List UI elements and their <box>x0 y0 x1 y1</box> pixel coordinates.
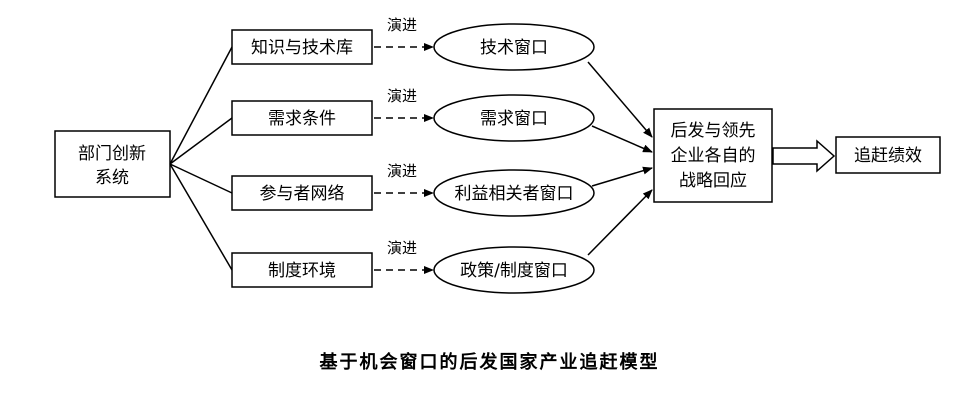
window-demand: 需求窗口 <box>433 94 595 142</box>
fanout-line-2 <box>169 117 233 165</box>
converge-arrow-4 <box>587 189 653 256</box>
converge-arrow-3 <box>591 166 653 187</box>
evolution-label: 演进 <box>387 162 417 180</box>
window-stakeholder: 利益相关者窗口 <box>433 169 595 217</box>
converge-arrows <box>587 61 653 256</box>
window-tech: 技术窗口 <box>433 23 595 71</box>
outcome-block-arrow <box>772 139 836 173</box>
window-label: 政策/制度窗口 <box>460 261 568 281</box>
evolution-label: 演进 <box>387 239 417 257</box>
evolution-arrows <box>374 43 434 274</box>
window-label: 技术窗口 <box>480 38 548 58</box>
factor-label: 制度环境 <box>268 261 336 281</box>
fanout-line-3 <box>169 163 233 194</box>
factor-label: 知识与技术库 <box>251 38 353 58</box>
fanout-line-4 <box>169 163 233 271</box>
factor-box-knowledge: 知识与技术库 <box>231 29 373 65</box>
outcome-node-label: 追赶绩效 <box>854 146 922 166</box>
source-node-line2: 系统 <box>95 168 129 188</box>
figure-caption: 基于机会窗口的后发国家产业追赶模型 <box>319 352 660 373</box>
window-label: 利益相关者窗口 <box>455 184 574 204</box>
source-node-line1: 部门创新 <box>78 144 146 164</box>
outcome-node: 追赶绩效 <box>835 136 941 174</box>
factor-box-institution: 制度环境 <box>231 252 373 288</box>
converge-arrow-2 <box>591 125 653 153</box>
response-node-line2: 企业各自的 <box>671 146 756 166</box>
factor-box-demand: 需求条件 <box>231 100 373 136</box>
window-label: 需求窗口 <box>480 109 548 129</box>
response-node-line1: 后发与领先 <box>671 121 756 141</box>
fanout-line-1 <box>169 46 233 165</box>
evolution-label: 演进 <box>387 87 417 105</box>
converge-arrow-1 <box>587 61 653 138</box>
evolution-label: 演进 <box>387 16 417 34</box>
fanout-lines <box>169 46 233 271</box>
factor-label: 参与者网络 <box>260 184 345 204</box>
window-policy: 政策/制度窗口 <box>433 246 595 294</box>
factor-box-network: 参与者网络 <box>231 175 373 211</box>
factor-label: 需求条件 <box>268 109 336 129</box>
response-node: 后发与领先 企业各自的 战略回应 <box>653 108 773 203</box>
response-node-line3: 战略回应 <box>679 171 747 191</box>
source-node: 部门创新 系统 <box>54 130 171 198</box>
